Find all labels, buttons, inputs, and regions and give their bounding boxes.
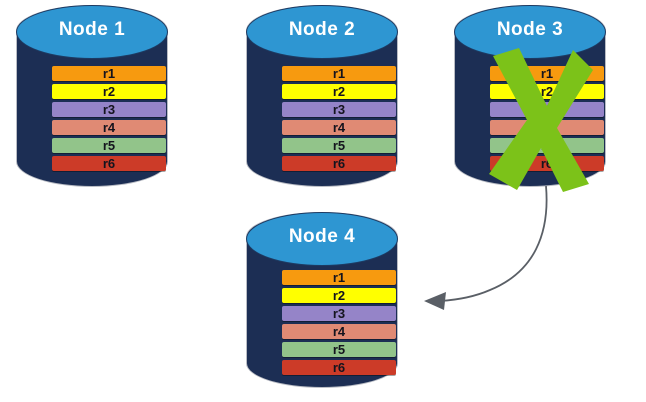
cylinder-top-ellipse — [246, 5, 398, 59]
node-cylinder-2[interactable]: Node 2 r1 r2 r3 r4 r5 r6 — [246, 5, 398, 187]
row-stack-2: r1 r2 r3 r4 r5 r6 — [246, 5, 398, 187]
row-stack-3: r1 r2 r3 r4 r5 r6 — [454, 5, 606, 187]
data-row-r6[interactable]: r6 — [282, 360, 396, 375]
data-row-r6[interactable]: r6 — [52, 156, 166, 171]
data-row-r5[interactable]: r5 — [282, 138, 396, 153]
data-row-r1[interactable]: r1 — [282, 66, 396, 81]
data-row-r5[interactable]: r5 — [490, 138, 604, 153]
data-row-r1[interactable]: r1 — [282, 270, 396, 285]
data-row-r2[interactable]: r2 — [282, 84, 396, 99]
data-row-r6[interactable]: r6 — [490, 156, 604, 171]
data-row-r1[interactable]: r1 — [52, 66, 166, 81]
data-row-r2[interactable]: r2 — [490, 84, 604, 99]
data-row-r5[interactable]: r5 — [52, 138, 166, 153]
cylinder-top-ellipse — [16, 5, 168, 59]
data-row-r3[interactable]: r3 — [490, 102, 604, 117]
data-row-r5[interactable]: r5 — [282, 342, 396, 357]
data-row-r3[interactable]: r3 — [282, 102, 396, 117]
data-row-r3[interactable]: r3 — [282, 306, 396, 321]
data-row-r2[interactable]: r2 — [282, 288, 396, 303]
curved-arrow-icon — [424, 185, 548, 310]
node-cylinder-1[interactable]: Node 1 r1 r2 r3 r4 r5 r6 — [16, 5, 168, 187]
data-row-r4[interactable]: r4 — [490, 120, 604, 135]
data-row-r3[interactable]: r3 — [52, 102, 166, 117]
row-stack-1: r1 r2 r3 r4 r5 r6 — [16, 5, 168, 187]
data-row-r1[interactable]: r1 — [490, 66, 604, 81]
node-cylinder-3[interactable]: Node 3 r1 r2 r3 r4 r5 r6 — [454, 5, 606, 187]
node-cylinder-4[interactable]: Node 4 r1 r2 r3 r4 r5 r6 — [246, 212, 398, 388]
row-stack-4: r1 r2 r3 r4 r5 r6 — [246, 212, 398, 388]
data-row-r6[interactable]: r6 — [282, 156, 396, 171]
data-row-r4[interactable]: r4 — [282, 324, 396, 339]
data-row-r2[interactable]: r2 — [52, 84, 166, 99]
data-row-r4[interactable]: r4 — [282, 120, 396, 135]
data-row-r4[interactable]: r4 — [52, 120, 166, 135]
cylinder-top-ellipse — [246, 212, 398, 266]
